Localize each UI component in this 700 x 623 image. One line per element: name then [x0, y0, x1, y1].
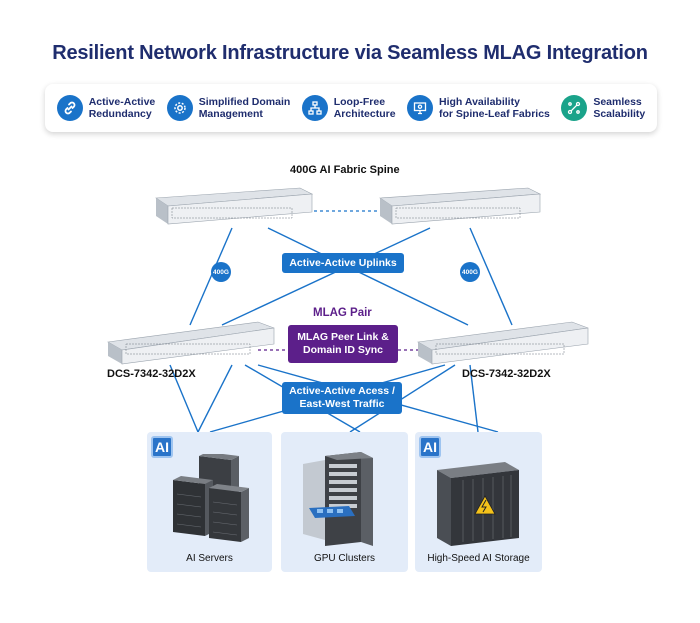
feature-simplified: Simplified Domain Management [166, 95, 291, 121]
feature-label: Simplified Domain Management [198, 96, 291, 120]
feature-label: High Availability for Spine-Leaf Fabrics [439, 96, 550, 120]
speed-badge-left: 400G [211, 262, 231, 282]
ai-badge-icon: AI [419, 436, 441, 458]
leaf-switch-left [107, 321, 275, 365]
page-title: Resilient Network Infrastructure via Sea… [52, 42, 648, 64]
feature-scalability: Seamless Scalability [561, 95, 645, 121]
feature-high-availability: High Availability for Spine-Leaf Fabrics [407, 95, 550, 121]
uplink-line [189, 227, 233, 326]
spine-label: 400G AI Fabric Spine [290, 164, 400, 176]
gear-icon [166, 95, 193, 121]
uplinks-pill: Active-Active Uplinks [282, 253, 404, 273]
feature-label: Seamless Scalability [593, 96, 646, 120]
mlag-pair-label: MLAG Pair [313, 307, 372, 319]
spine-switch-left [155, 187, 314, 225]
uplink-line [267, 227, 469, 326]
card-label: GPU Clusters [313, 553, 376, 564]
access-line [349, 364, 456, 433]
card-gpu-clusters: GPU Clusters [281, 432, 408, 572]
card-label: AI Servers [186, 553, 233, 564]
card-label: High-Speed AI Storage [427, 553, 530, 564]
access-line [169, 364, 199, 433]
feature-loop-free: Loop-Free Architecture [301, 95, 396, 121]
gpu-rack-icon [303, 452, 373, 546]
leaf-left-label: DCS-7342-32D2X [107, 368, 196, 380]
link-icon [56, 95, 83, 121]
peer-link-pill: MLAG Peer Link & Domain ID Sync [288, 325, 398, 363]
feature-active-active: Active-Active Redundancy [56, 95, 156, 121]
hierarchy-icon [301, 95, 328, 121]
feature-label: Active-Active Redundancy [88, 96, 156, 120]
speed-badge-right: 400G [460, 262, 480, 282]
monitor-icon [407, 95, 434, 121]
access-pill: Active-Active Acess / East-West Traffic [282, 382, 402, 414]
card-ai-storage: AI High-Speed AI Storage [415, 432, 542, 572]
server-rack-icon [173, 454, 249, 542]
card-ai-servers: AI AI Servers [147, 432, 272, 572]
spine-switch-right [379, 187, 542, 225]
uplink-line [469, 227, 513, 326]
access-line [469, 364, 479, 433]
leaf-switch-right [417, 321, 589, 365]
expand-icon [561, 95, 588, 121]
access-line [197, 364, 233, 433]
feature-label: Loop-Free Architecture [333, 96, 396, 120]
uplink-line [221, 227, 431, 326]
ai-badge-icon: AI [151, 436, 173, 458]
storage-rack-icon [437, 462, 519, 546]
leaf-right-label: DCS-7342-32D2X [462, 368, 551, 380]
feature-bar: Active-Active Redundancy Simplified Doma… [45, 84, 657, 132]
